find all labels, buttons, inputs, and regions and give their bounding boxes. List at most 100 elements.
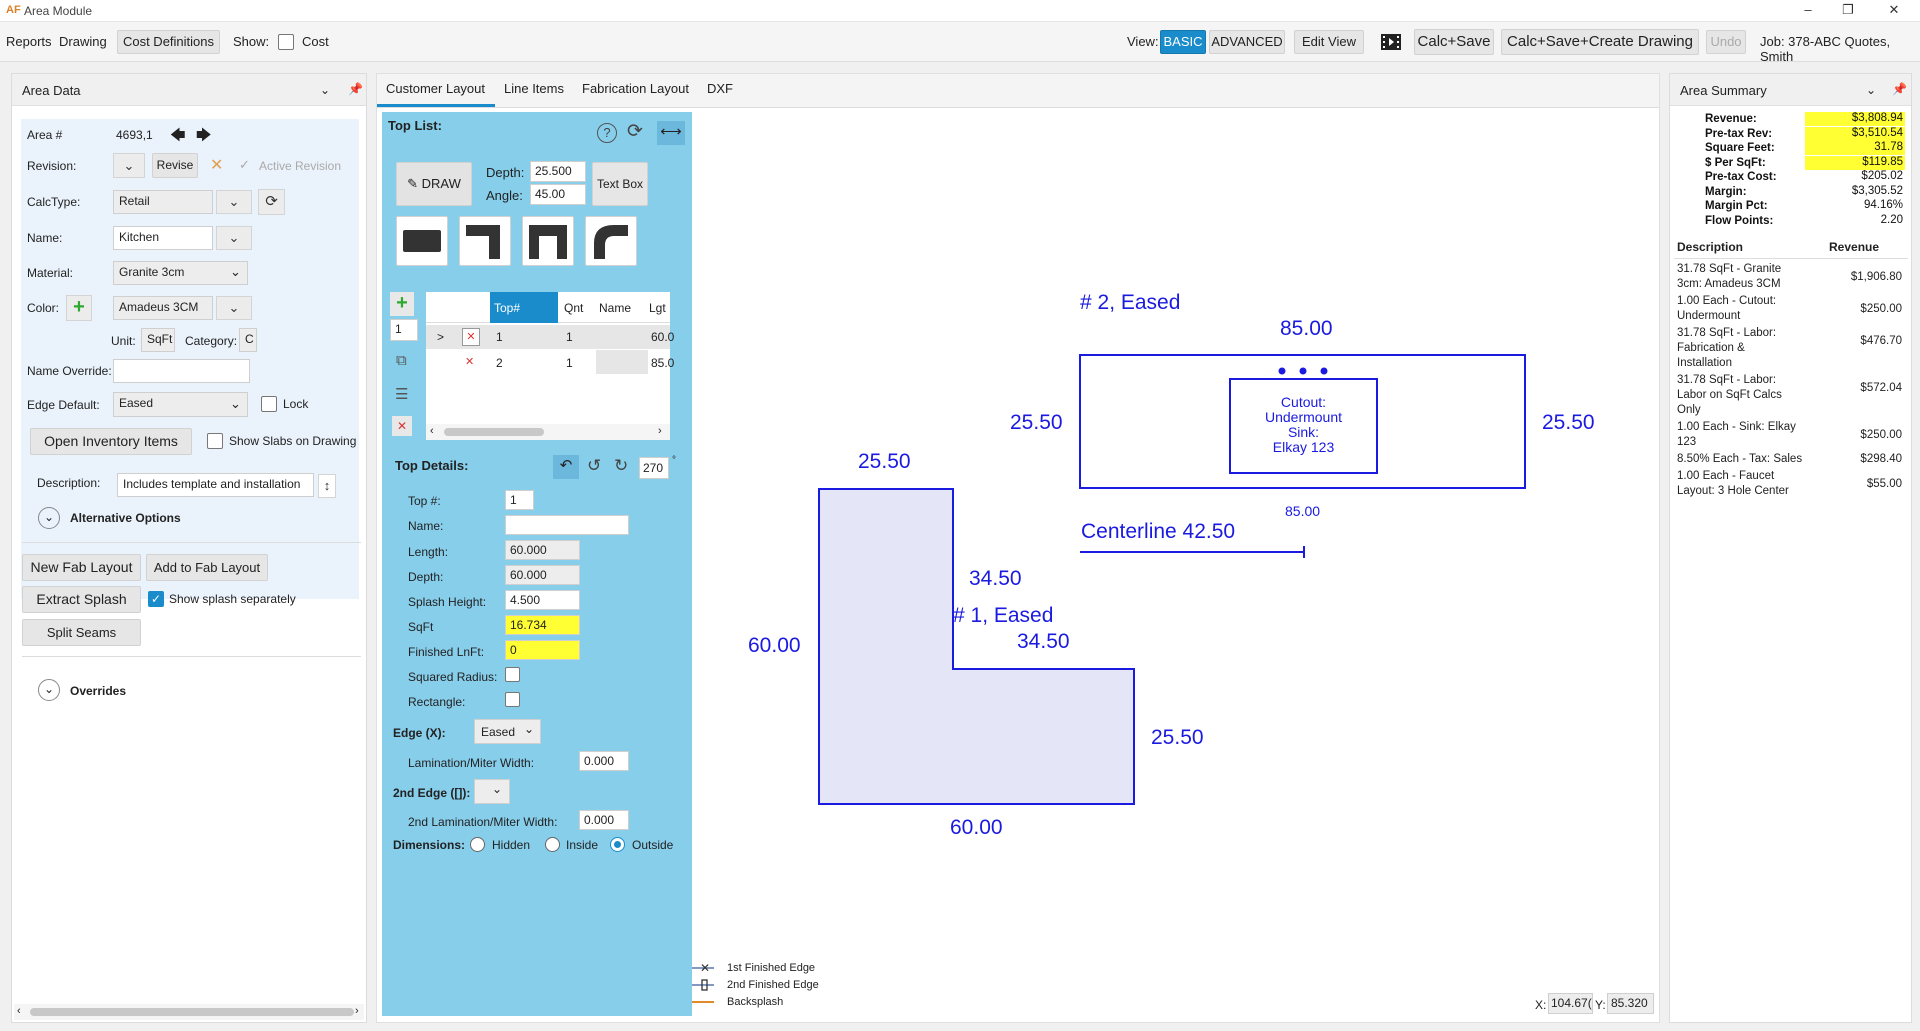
top-num-input[interactable]: 1 [505, 490, 534, 510]
unit-field[interactable]: SqFt [141, 328, 175, 352]
description-field[interactable]: Includes template and installation [117, 473, 314, 497]
split-seams-button[interactable]: Split Seams [22, 619, 141, 646]
revision-dropdown[interactable]: ⌄ [113, 153, 145, 178]
rectangle-shape-button[interactable] [396, 216, 448, 266]
color-dropdown[interactable]: ⌄ [216, 296, 252, 320]
col-qnt[interactable]: Qnt [564, 301, 584, 315]
edge-select[interactable]: Eased [474, 719, 541, 744]
squared-radius-checkbox[interactable] [505, 667, 520, 682]
arrow-right-icon[interactable]: 🡆 [196, 127, 212, 144]
u-shape-button[interactable] [522, 216, 574, 266]
revise-button[interactable]: Revise [152, 153, 198, 178]
edge-default-field[interactable]: Eased [113, 392, 248, 417]
delete-top-icon[interactable]: ✕ [392, 416, 412, 436]
top-depth-input[interactable]: 60.000 [505, 565, 580, 585]
show-splash-separately-checkbox[interactable]: ✓ [148, 591, 164, 607]
description-expand-icon[interactable]: ↕ [318, 474, 336, 498]
calc-save-button[interactable]: Calc+Save [1414, 29, 1494, 55]
curve-shape-button[interactable] [585, 216, 637, 266]
row-delete-icon[interactable]: ✕ [465, 356, 475, 368]
close-button[interactable]: ✕ [1888, 2, 1900, 17]
edge-chevron-icon[interactable]: ⌄ [524, 722, 535, 736]
text-box-button[interactable]: Text Box [592, 162, 648, 206]
top-count-input[interactable]: 1 [390, 319, 418, 341]
overrides-expand-icon[interactable]: ⌄ [38, 679, 60, 701]
name-dropdown[interactable]: ⌄ [216, 226, 252, 250]
pin-icon[interactable]: 📌 [1892, 82, 1907, 96]
minimize-button[interactable]: – [1804, 2, 1812, 17]
undo-button[interactable]: Undo [1706, 30, 1746, 54]
lamination-input[interactable]: 0.000 [579, 751, 629, 771]
col-top[interactable]: Top# [494, 301, 521, 315]
edit-view-button[interactable]: Edit View [1294, 30, 1364, 54]
color-field[interactable]: Amadeus 3CM [113, 296, 213, 320]
menu-reports[interactable]: Reports [6, 34, 52, 49]
extract-splash-button[interactable]: Extract Splash [22, 586, 141, 613]
rotate-cw-icon[interactable]: ↻ [614, 456, 629, 475]
name-field[interactable]: Kitchen [113, 226, 213, 250]
angle-input[interactable]: 45.00 [530, 184, 586, 205]
dims-inside-radio[interactable] [545, 837, 560, 852]
alternative-options-expand-icon[interactable]: ⌄ [38, 507, 60, 529]
splash-height-input[interactable]: 4.500 [505, 590, 580, 610]
tab-fabrication-layout[interactable]: Fabrication Layout [582, 81, 689, 96]
alternative-options-label[interactable]: Alternative Options [70, 511, 181, 525]
tab-customer-layout[interactable]: Customer Layout [386, 81, 485, 96]
row-name-cell[interactable] [596, 350, 648, 374]
arrow-left-icon[interactable]: 🡄 [170, 127, 186, 144]
calctype-field[interactable]: Retail [113, 190, 213, 214]
video-icon[interactable] [1380, 32, 1402, 52]
overrides-label[interactable]: Overrides [70, 684, 127, 698]
top-column-header-active[interactable] [490, 292, 558, 323]
rectangle-checkbox[interactable] [505, 692, 520, 707]
menu-drawing[interactable]: Drawing [59, 34, 107, 49]
l-shape-button[interactable] [459, 216, 511, 266]
refresh-icon[interactable]: ⟳ [627, 121, 643, 142]
name-override-field[interactable] [113, 359, 250, 383]
add-top-icon[interactable]: + [390, 292, 414, 316]
top-name-input[interactable] [505, 515, 629, 535]
cost-checkbox[interactable] [278, 34, 294, 50]
rotate-left-icon[interactable]: ↶ [553, 455, 579, 479]
show-slabs-checkbox[interactable] [207, 433, 223, 449]
col-name[interactable]: Name [599, 301, 632, 315]
restore-button[interactable]: ❐ [1842, 2, 1854, 17]
row-delete-icon[interactable]: ✕ [462, 328, 480, 346]
edge-default-chevron-icon[interactable]: ⌄ [230, 396, 241, 411]
material-chevron-icon[interactable]: ⌄ [230, 264, 241, 279]
top-1-shape[interactable] [818, 488, 1135, 805]
cost-definitions-button[interactable]: Cost Definitions [117, 30, 220, 54]
chevron-down-icon[interactable]: ⌄ [320, 83, 331, 97]
second-lamination-input[interactable]: 0.000 [579, 810, 629, 830]
advanced-view-button[interactable]: ADVANCED [1209, 30, 1285, 54]
layout-canvas[interactable]: ✕ [692, 112, 1659, 1016]
help-icon[interactable]: ? [597, 123, 617, 143]
material-field[interactable]: Granite 3cm [113, 261, 248, 285]
category-field[interactable]: C [239, 328, 257, 352]
pin-icon[interactable]: 📌 [348, 82, 363, 96]
finished-lnft-input[interactable]: 0 [505, 640, 580, 660]
chevron-down-icon[interactable]: ⌄ [1866, 83, 1877, 97]
add-color-icon[interactable]: + [66, 295, 92, 321]
area-data-scrollbar[interactable]: ‹ › [14, 1004, 364, 1020]
dims-outside-radio[interactable] [610, 837, 625, 852]
open-inventory-button[interactable]: Open Inventory Items [30, 428, 192, 455]
new-fab-layout-button[interactable]: New Fab Layout [22, 554, 141, 581]
top-list-scrollbar[interactable]: ‹ › [426, 424, 670, 440]
copy-icon[interactable]: ⧉ [396, 352, 407, 369]
col-lgt[interactable]: Lgt [649, 301, 666, 315]
rotation-input[interactable]: 270 [639, 457, 669, 479]
row-expand-icon[interactable]: > [437, 330, 445, 344]
list-icon[interactable]: ☰ [395, 386, 409, 403]
basic-view-button[interactable]: BASIC [1160, 30, 1206, 54]
sqft-input[interactable]: 16.734 [505, 615, 580, 635]
calctype-dropdown[interactable]: ⌄ [216, 190, 252, 214]
length-input[interactable]: 60.000 [505, 540, 580, 560]
expand-width-icon[interactable]: ⟷ [657, 121, 685, 145]
cancel-revision-icon[interactable]: ✕ [210, 157, 224, 174]
calc-save-create-drawing-button[interactable]: Calc+Save+Create Drawing [1501, 29, 1699, 55]
tab-dxf[interactable]: DXF [707, 81, 733, 96]
draw-button[interactable]: ✎ DRAW [396, 162, 472, 206]
second-edge-select[interactable] [474, 779, 510, 804]
depth-input[interactable]: 25.500 [530, 161, 586, 182]
